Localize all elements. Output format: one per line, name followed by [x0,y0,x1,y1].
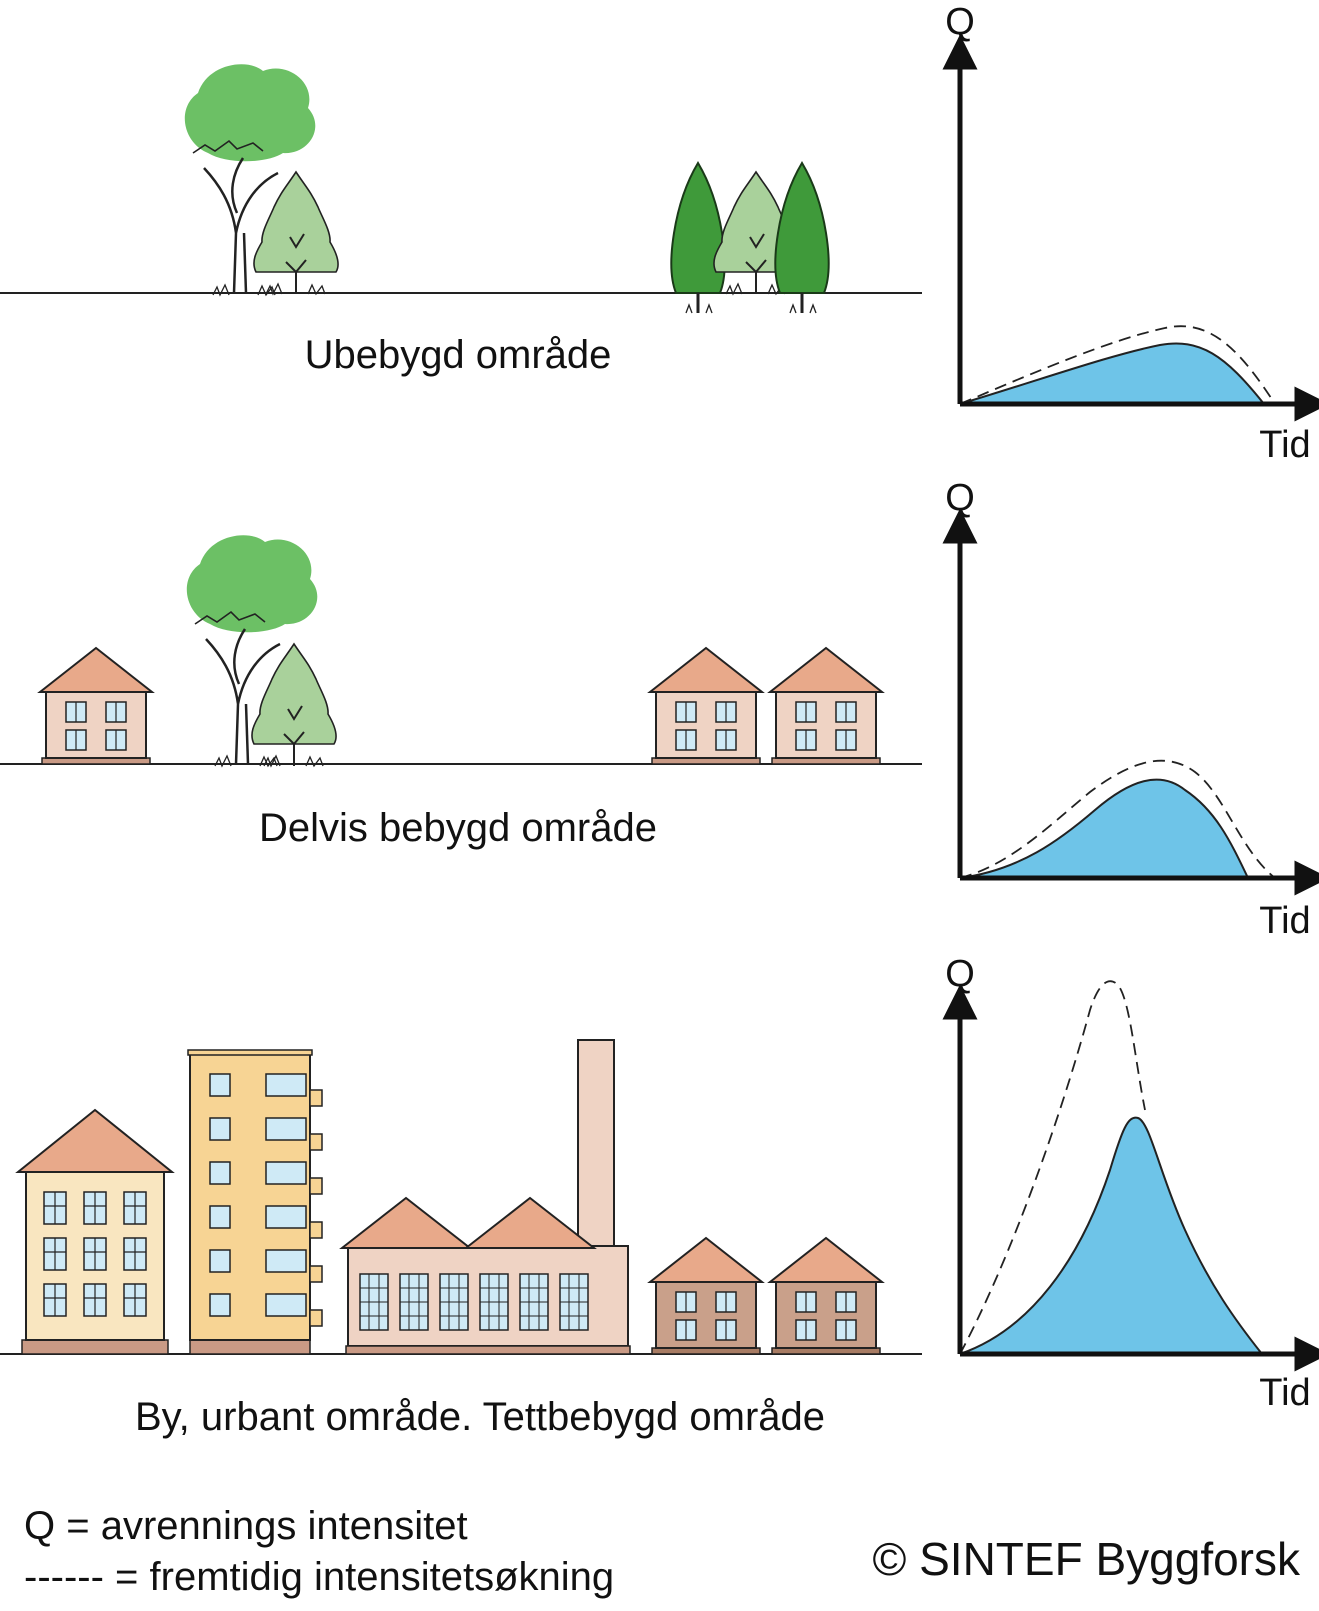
legend-q-definition: Q = avrennings intensitet [24,1504,468,1548]
runoff-area [959,342,1267,405]
future-runoff-line [959,759,1276,879]
hydrograph: Q Tid [942,953,1319,1414]
house [39,647,153,765]
house [649,1237,763,1355]
future-runoff-line [959,980,1146,1355]
tree-group-left [183,63,340,297]
panel-caption: Delvis bebygd område [259,806,657,850]
house [769,647,883,765]
panel-urban: By, urbant område. Tettbebygd område Q T… [0,953,1319,1439]
copyright-text: © SINTEF Byggforsk [872,1533,1301,1585]
runoff-area [959,1116,1265,1355]
house [649,647,763,765]
hydrograph: Q Tid [942,477,1319,942]
legend: Q = avrennings intensitet ------ = fremt… [24,1504,614,1599]
y-axis-label: Q [945,953,975,995]
tree-group [185,534,338,768]
apartment-building [15,1108,175,1355]
panel-caption: By, urbant område. Tettbebygd område [135,1395,825,1439]
runoff-area [959,778,1250,879]
panel-partly-developed: Delvis bebygd område Q Tid [0,477,1319,942]
chimney [577,1039,615,1251]
x-axis-label: Tid [1259,1372,1310,1414]
panel-caption: Ubebygd område [305,333,612,377]
factory [339,1039,631,1355]
hydrograph: Q Tid [942,1,1319,466]
tree-group-right [669,161,831,315]
future-runoff-line [959,325,1276,405]
legend-dash-definition: ------ = fremtidig intensitetsøkning [24,1555,614,1599]
x-axis-label: Tid [1259,424,1310,466]
y-axis-label: Q [945,1,975,43]
house [769,1237,883,1355]
x-axis-label: Tid [1259,900,1310,942]
y-axis-label: Q [945,477,975,519]
panel-undeveloped: Ubebygd område Q Tid [0,1,1319,466]
tower-block [187,1049,323,1355]
